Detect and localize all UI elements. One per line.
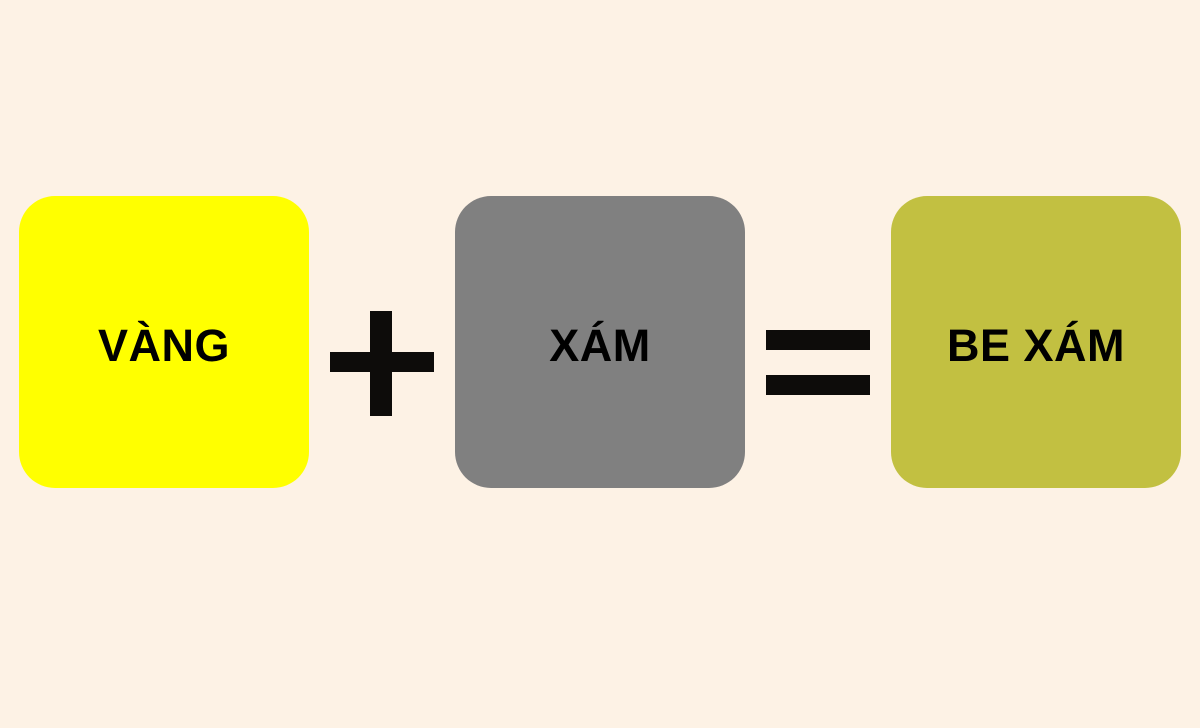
- yellow-swatch: VÀNG: [19, 196, 309, 488]
- gray-swatch: XÁM: [455, 196, 745, 488]
- equals-icon-bottom-bar: [766, 375, 870, 395]
- result-swatch: BE XÁM: [891, 196, 1181, 488]
- equals-icon-top-bar: [766, 330, 870, 350]
- result-label: BE XÁM: [946, 319, 1125, 371]
- yellow-label: VÀNG: [97, 319, 230, 371]
- gray-label: XÁM: [549, 319, 651, 371]
- plus-icon-vertical-bar: [370, 311, 392, 416]
